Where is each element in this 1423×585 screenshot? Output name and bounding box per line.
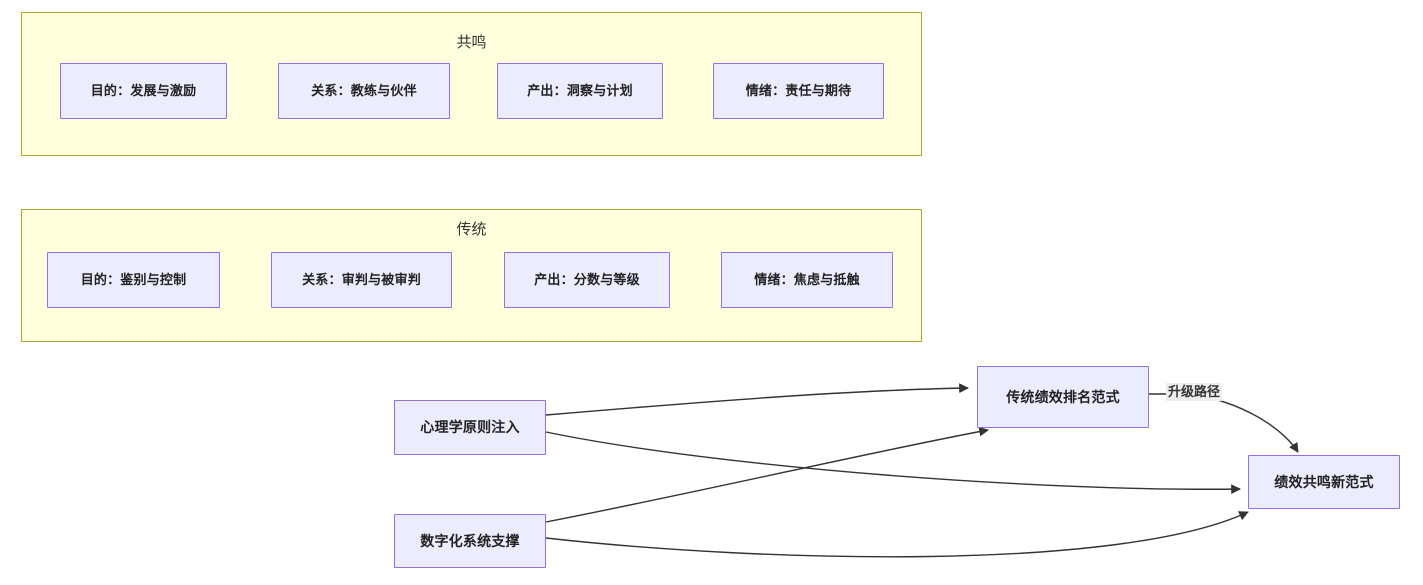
node-traditional-ranking-paradigm[interactable]: 传统绩效排名范式 — [977, 366, 1149, 428]
node-digital-support[interactable]: 数字化系统支撑 — [394, 514, 546, 568]
node-label: 心理学原则注入 — [420, 419, 520, 436]
node-traditional-relationship[interactable]: 关系：审判与被审判 — [271, 252, 452, 308]
edge-psych-to-new — [545, 431, 1241, 495]
node-label: 目的：鉴别与控制 — [80, 272, 187, 288]
node-traditional-output[interactable]: 产出：分数与等级 — [504, 252, 670, 308]
node-label: 传统绩效排名范式 — [1006, 388, 1120, 405]
edge-old-to-new — [1149, 393, 1299, 453]
node-resonance-emotion[interactable]: 情绪：责任与期待 — [713, 63, 884, 119]
node-resonance-relationship[interactable]: 关系：教练与伙伴 — [278, 63, 450, 119]
node-traditional-emotion[interactable]: 情绪：焦虑与抵触 — [721, 252, 893, 308]
node-label: 关系：审判与被审判 — [302, 272, 421, 288]
node-label: 目的：发展与激励 — [90, 83, 197, 99]
node-label: 产出：洞察与计划 — [527, 83, 633, 99]
subgraph-resonance-title: 共鸣 — [456, 34, 487, 51]
node-resonance-output[interactable]: 产出：洞察与计划 — [497, 63, 663, 119]
node-label: 数字化系统支撑 — [420, 532, 520, 549]
node-performance-resonance-paradigm[interactable]: 绩效共鸣新范式 — [1248, 455, 1400, 509]
node-traditional-purpose[interactable]: 目的：鉴别与控制 — [47, 252, 220, 308]
node-label: 情绪：焦虑与抵触 — [754, 272, 860, 288]
node-label: 情绪：责任与期待 — [745, 83, 852, 99]
node-label: 绩效共鸣新范式 — [1274, 473, 1374, 490]
edge-digital-to-new — [545, 511, 1249, 558]
edge-label-upgrade-path: 升级路径 — [1166, 383, 1223, 402]
node-label: 产出：分数与等级 — [534, 272, 640, 288]
edge-psych-to-old — [545, 383, 969, 416]
edge-digital-to-old — [545, 426, 989, 523]
subgraph-traditional-title: 传统 — [456, 221, 487, 238]
node-resonance-purpose[interactable]: 目的：发展与激励 — [60, 63, 227, 119]
node-psychology-injection[interactable]: 心理学原则注入 — [394, 400, 546, 455]
node-label: 关系：教练与伙伴 — [311, 83, 417, 99]
